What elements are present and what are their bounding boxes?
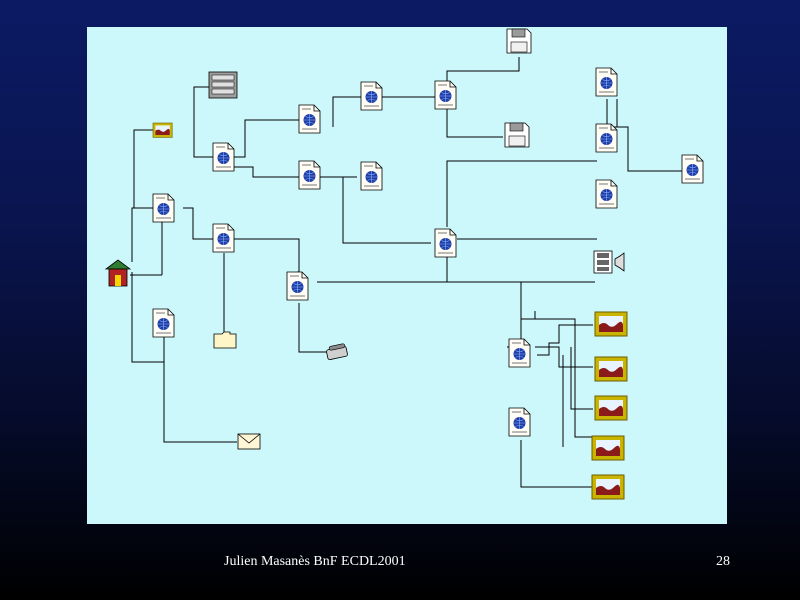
picture-icon (591, 474, 625, 500)
web-page-icon (595, 123, 618, 153)
web-page-icon (298, 104, 321, 134)
mail-icon (237, 433, 261, 450)
footer-author: Julien Masanès BnF ECDL2001 (224, 554, 406, 569)
page-number: 28 (716, 554, 730, 569)
web-page-icon (595, 179, 618, 209)
web-page-icon (681, 154, 704, 184)
web-page-icon (508, 407, 531, 437)
web-page-icon (595, 67, 618, 97)
web-page-icon (508, 338, 531, 368)
picture-icon (152, 122, 173, 138)
video-icon (593, 250, 625, 274)
home-icon (104, 259, 132, 287)
picture-icon (594, 356, 628, 382)
web-page-icon (360, 161, 383, 191)
web-page-icon (212, 223, 235, 253)
diagram-panel (87, 27, 727, 524)
web-page-icon (212, 142, 235, 172)
server-icon (208, 71, 238, 99)
folder-icon (213, 331, 237, 349)
floppy-disk-icon (506, 28, 532, 54)
web-page-icon (434, 228, 457, 258)
web-page-icon (360, 81, 383, 111)
web-page-icon (434, 80, 457, 110)
picture-icon (594, 311, 628, 337)
web-page-icon (152, 308, 175, 338)
web-page-icon (286, 271, 309, 301)
telephone-icon (326, 343, 348, 360)
web-page-icon (152, 193, 175, 223)
picture-icon (591, 435, 625, 461)
picture-icon (594, 395, 628, 421)
link-lines (130, 57, 682, 488)
web-page-icon (298, 160, 321, 190)
site-graph (104, 28, 704, 500)
floppy-disk-icon (504, 122, 530, 148)
